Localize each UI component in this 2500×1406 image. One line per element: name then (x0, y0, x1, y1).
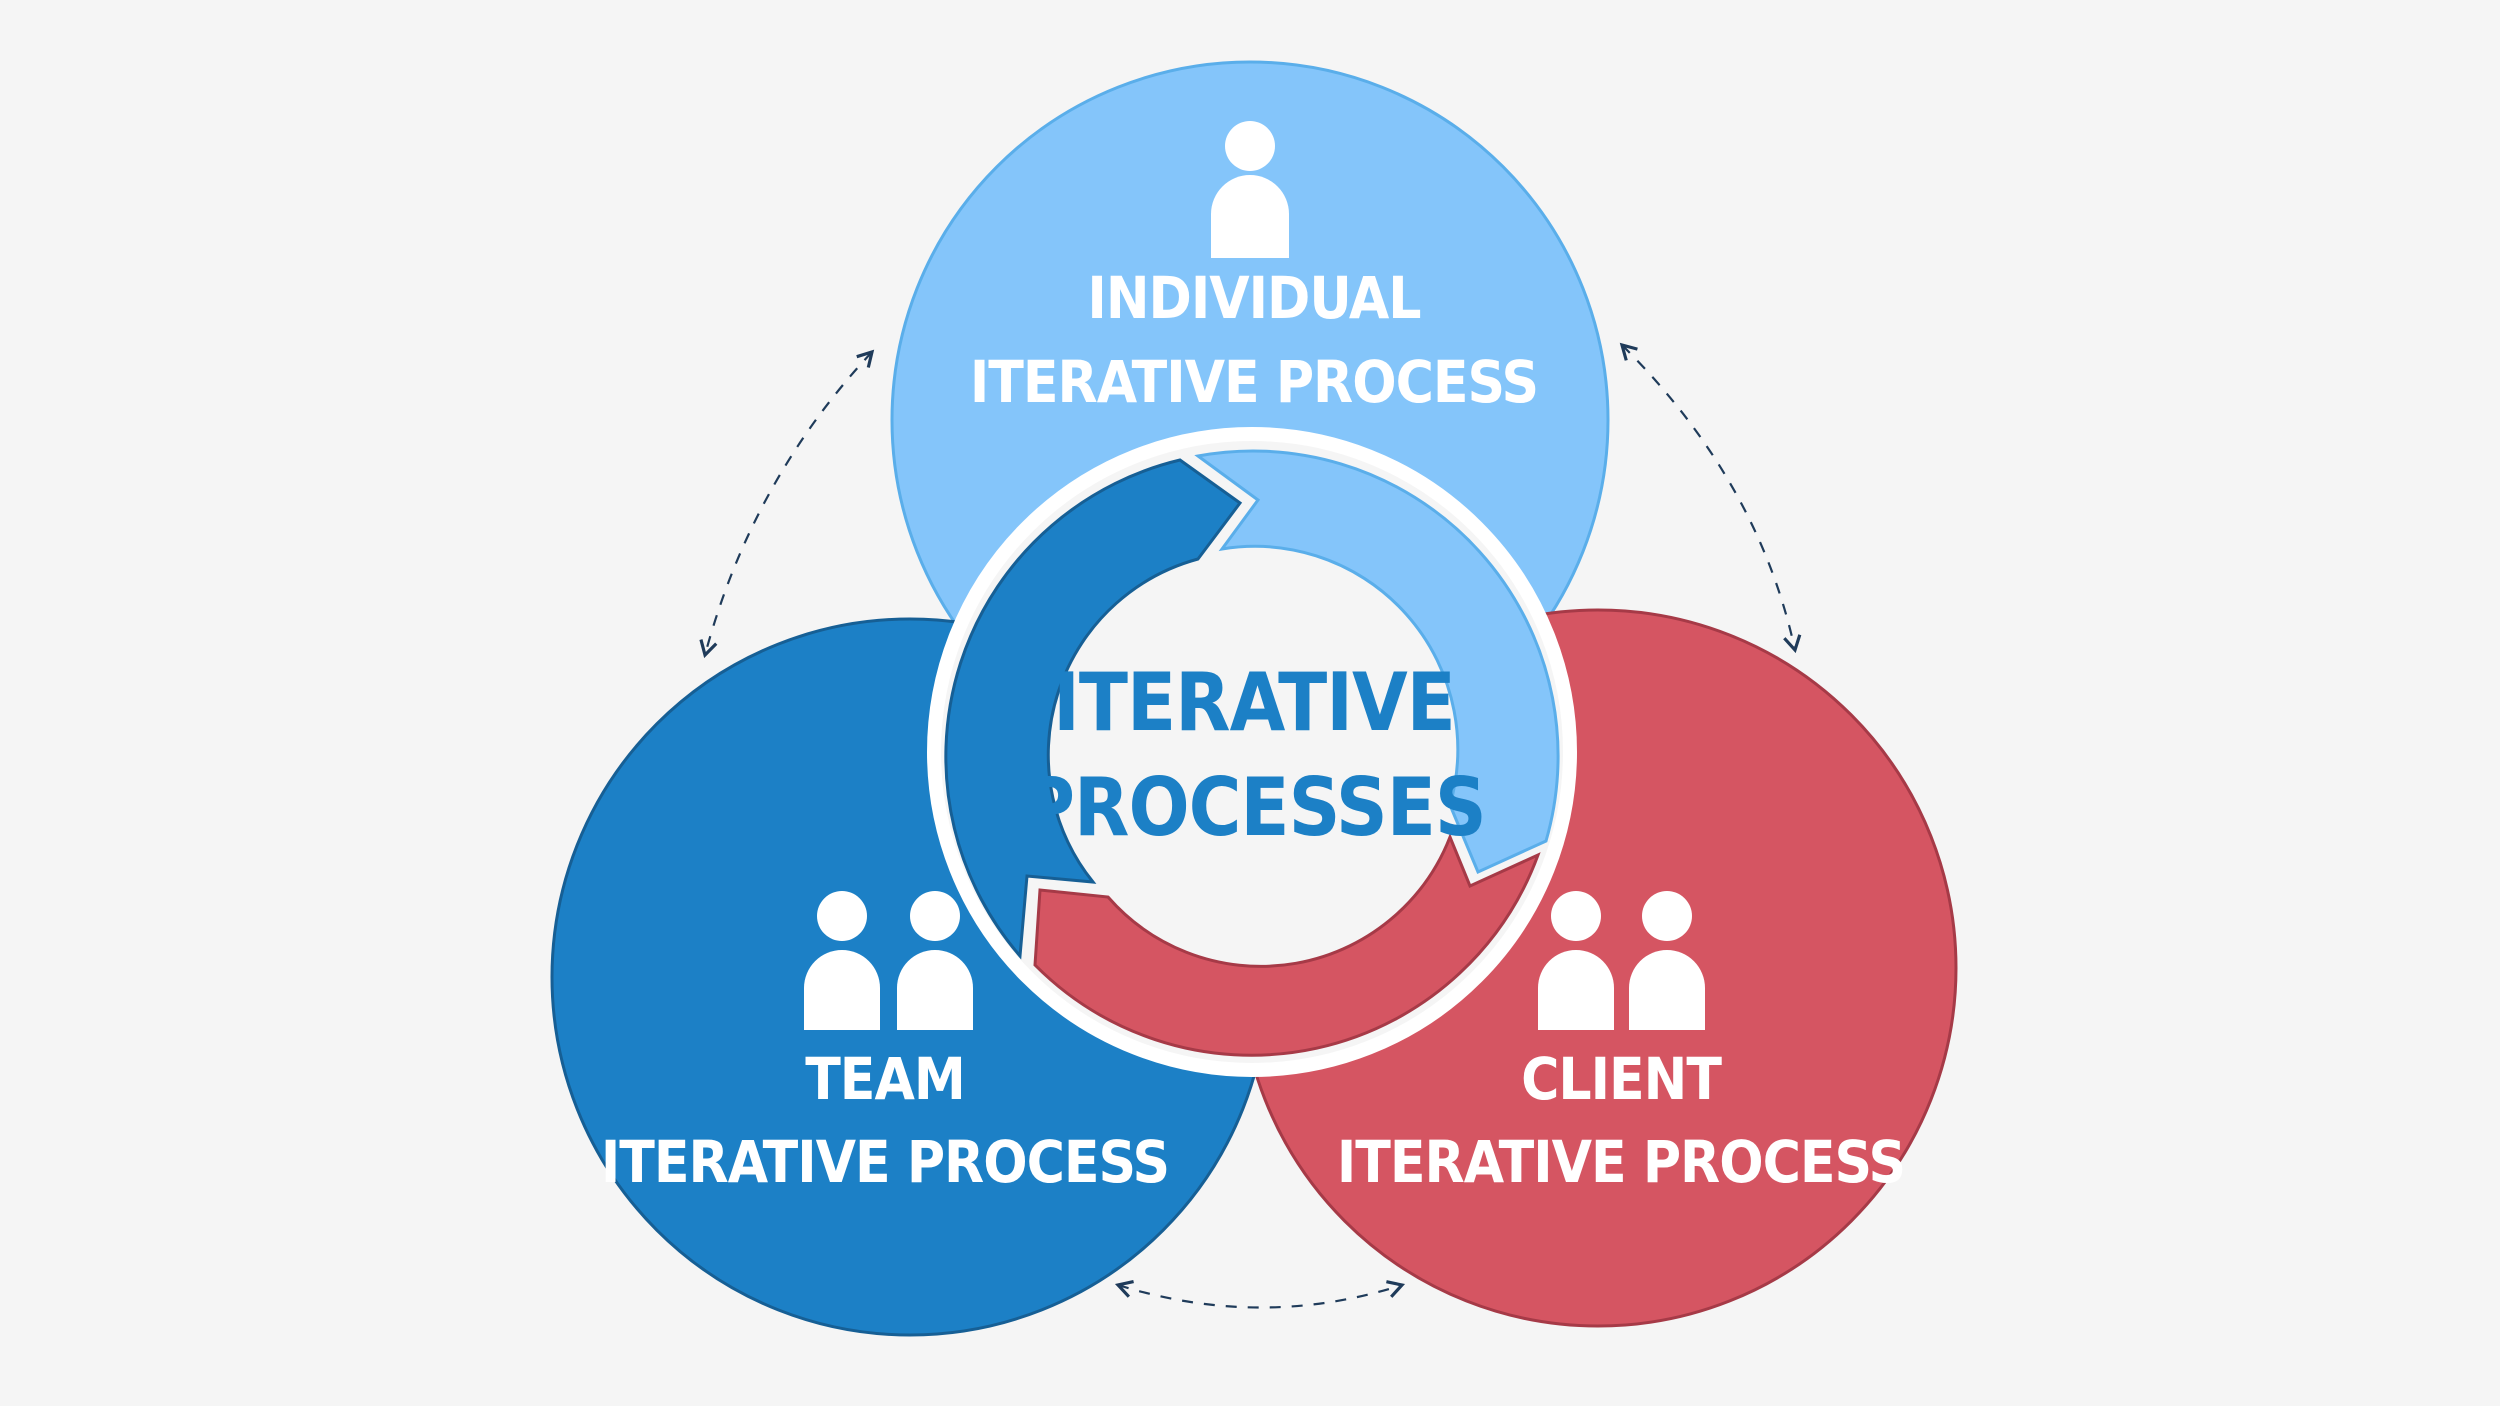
two-persons-icon-team (804, 891, 973, 1030)
team-label-line1: TEAM (805, 1045, 965, 1113)
client-label-line2: ITERATIVE PROCESS (1337, 1128, 1905, 1196)
dashed-arrow-left (699, 349, 875, 659)
dashed-arrow-right (1619, 342, 1802, 654)
two-persons-icon-client (1538, 891, 1705, 1030)
person-icon (1211, 121, 1289, 258)
cycle-arrow-individual (1194, 449, 1560, 875)
team-label-line2: ITERATIVE PROCESS (601, 1128, 1169, 1196)
cycle-arrow-team (944, 458, 1243, 960)
cycle-arrow-client (1033, 832, 1541, 1057)
individual-label-line1: INDIVIDUAL (1087, 264, 1420, 332)
center-title-line1: ITERATIVE (1053, 656, 1455, 749)
center-title-line2: PROCESSES (1022, 761, 1485, 854)
dashed-arrow-bottom (1114, 1280, 1406, 1309)
individual-label-line2: ITERATIVE PROCESS (970, 348, 1538, 416)
client-label-line1: CLIENT (1521, 1045, 1722, 1113)
